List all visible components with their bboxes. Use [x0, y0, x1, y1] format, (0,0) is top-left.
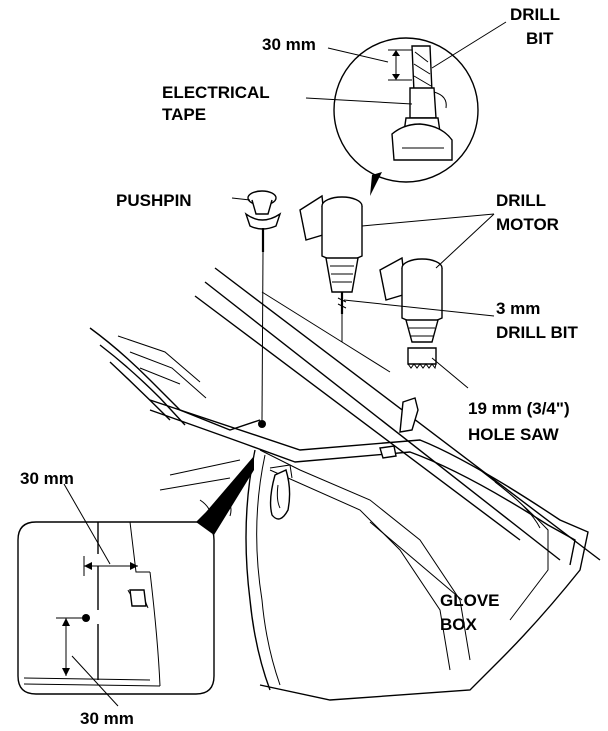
label-30mm-bottom: 30 mm: [80, 709, 134, 728]
pushpin-icon: [244, 190, 282, 252]
hole-position-inset: [17, 456, 254, 695]
label-glove-box-line1: GLOVE: [440, 591, 500, 610]
label-3mm-drill-bit-line1: 3 mm: [496, 299, 540, 318]
label-hole-saw-line2: HOLE SAW: [468, 425, 560, 444]
label-drill-bit-line2: BIT: [526, 29, 554, 48]
label-glove-box-line2: BOX: [440, 615, 478, 634]
label-drill-motor-line2: MOTOR: [496, 215, 559, 234]
drill-bit-detail-callout: [333, 37, 479, 183]
label-30mm-left: 30 mm: [20, 469, 74, 488]
label-3mm-drill-bit-line2: DRILL BIT: [496, 323, 578, 342]
label-drill-motor-line1: DRILL: [496, 191, 546, 210]
hole-saw-icon: [407, 347, 437, 365]
label-drill-bit-line1: DRILL: [510, 5, 560, 24]
label-electrical-tape-line2: TAPE: [162, 105, 206, 124]
drill-motor-icon: [299, 194, 363, 314]
electrical-tape-icon: [409, 87, 437, 119]
drill-motor-icon: [379, 256, 443, 370]
label-hole-saw-line1: 19 mm (3/4"): [468, 399, 570, 418]
label-pushpin: PUSHPIN: [116, 191, 192, 210]
label-30mm-top: 30 mm: [262, 35, 316, 54]
glove-box-icon: [89, 267, 601, 701]
label-electrical-tape-line1: ELECTRICAL: [162, 83, 270, 102]
